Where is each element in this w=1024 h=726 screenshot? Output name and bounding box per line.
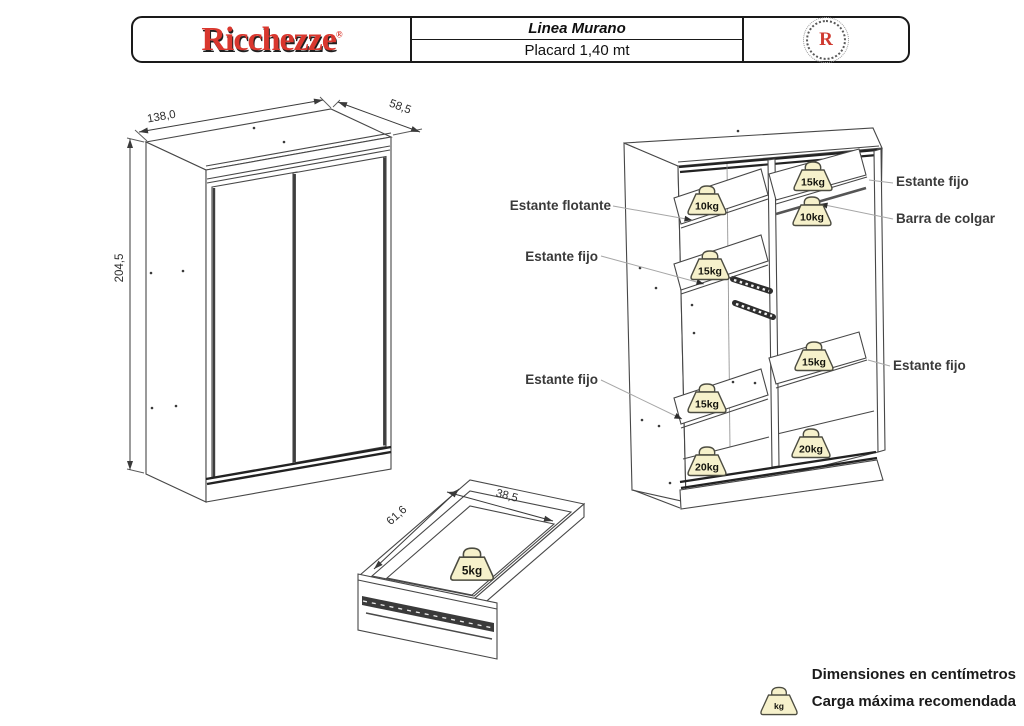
drawer-depth-label: 61,6 (385, 504, 410, 528)
weight-badge-icon: kg (760, 686, 798, 716)
drawer-slide-rails (730, 276, 776, 320)
legend: Dimensiones en centímetros kg Carga máxi… (759, 666, 1016, 717)
svg-text:5kg: 5kg (462, 565, 482, 578)
front-view-dimensions: 138,0 58,5 204,5 (114, 96, 423, 474)
drawer-rail (362, 596, 494, 640)
drawer-width-label: 38,5 (494, 487, 519, 504)
svg-text:20kg: 20kg (799, 444, 823, 456)
right-door (292, 155, 387, 464)
callout-estante-fijo-left-upper: Estante fijo (525, 249, 598, 264)
weight-badge-icon: 15kg (793, 161, 833, 192)
svg-text:10kg: 10kg (800, 212, 824, 224)
weight-badge-icon: 5kg (449, 547, 495, 581)
svg-text:10kg: 10kg (695, 201, 719, 213)
title-block: Ricchezze® Linea Murano Placard 1,40 mt … (131, 16, 910, 63)
svg-text:15kg: 15kg (801, 177, 825, 189)
legend-load-note: Carga máxima recomendada (811, 693, 1016, 710)
callout-estante-fijo-left-lower: Estante fijo (525, 372, 598, 387)
brand-logo: Ricchezze® (201, 20, 343, 58)
callout-lines (600, 179, 894, 420)
product-name: Placard 1,40 mt (524, 42, 630, 59)
callout-estante-fijo-right-lower: Estante fijo (893, 358, 966, 373)
brand-cell: Ricchezze® (133, 18, 412, 61)
weight-badge-icon: 20kg (791, 428, 831, 459)
emblem-cell: R (744, 16, 908, 63)
callout-estante-flotante: Estante flotante (510, 198, 612, 213)
product-name-cell: Linea Murano Placard 1,40 mt (412, 18, 744, 61)
weight-badge-icon: 15kg (687, 383, 727, 414)
weight-badge-icon: 20kg (687, 446, 727, 477)
svg-text:15kg: 15kg (698, 266, 722, 278)
hanging-bar (775, 186, 867, 216)
dimension-depth-label: 58,5 (387, 98, 412, 117)
weight-badge-icon: 15kg (690, 250, 730, 281)
dimension-height-label: 204,5 (114, 254, 126, 283)
front-view-drawing (144, 108, 393, 503)
dimension-width-label: 138,0 (146, 109, 176, 126)
weight-badge-icon: 10kg (687, 185, 727, 216)
weight-badge-icon: 10kg (792, 196, 832, 227)
brand-emblem-icon: R (803, 16, 849, 63)
callout-barra-de-colgar: Barra de colgar (896, 211, 996, 226)
registered-mark: ® (335, 29, 343, 40)
callout-estante-fijo-right-top: Estante fijo (896, 174, 969, 189)
interior-view-drawing (623, 127, 886, 510)
svg-text:20kg: 20kg (695, 462, 719, 474)
weight-badge-icon: 15kg (794, 341, 834, 372)
line-name: Linea Murano (412, 18, 742, 40)
svg-text:kg: kg (774, 701, 784, 711)
interior-load-badges: 10kg 15kg 15kg 20kg 15kg 10kg 15kg 20kg (687, 161, 834, 477)
svg-text:15kg: 15kg (695, 399, 719, 411)
callout-labels: Estante flotante Estante fijo Estante fi… (510, 174, 996, 387)
legend-dimensions-note: Dimensiones en centímetros (811, 666, 1016, 683)
drawer-drawing: 61,6 38,5 5kg (357, 479, 586, 660)
left-door (211, 171, 298, 479)
svg-text:15kg: 15kg (802, 357, 826, 369)
